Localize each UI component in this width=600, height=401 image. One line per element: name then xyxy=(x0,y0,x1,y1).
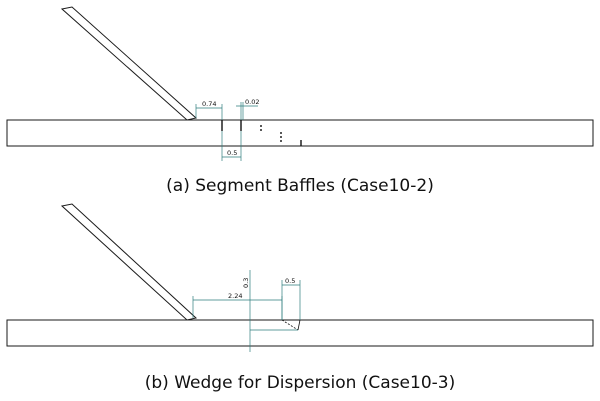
dimension-label-offset: 0.74 xyxy=(202,100,216,108)
dimension-label-spacing: 0.5 xyxy=(227,149,237,157)
panel-a: 0.74 0.02 0.5 (a) Segment Baffles (Case1… xyxy=(6,6,594,196)
dimension-offset-b: 2.24 xyxy=(192,292,283,320)
caption-a: (a) Segment Baffles (Case10-2) xyxy=(166,176,434,196)
dimension-spacing-a: 0.5 xyxy=(221,131,242,161)
dimension-label-length: 0.5 xyxy=(285,277,295,285)
inclined-chute-a xyxy=(60,6,198,121)
dimension-height-b: 0.3 xyxy=(242,270,298,352)
dimension-label-thickness: 0.02 xyxy=(245,98,259,106)
dimension-offset-a: 0.74 xyxy=(195,100,223,120)
inclined-chute-b xyxy=(60,203,198,321)
panel-b: 2.24 0.3 0.5 (b) Wedge for Dispersion (C… xyxy=(6,203,594,393)
dispersion-wedge xyxy=(281,319,301,331)
channel-b xyxy=(6,319,594,347)
dimension-label-height: 0.3 xyxy=(242,278,250,288)
dimension-thickness-a: 0.02 xyxy=(236,98,259,120)
caption-b: (b) Wedge for Dispersion (Case10-3) xyxy=(145,373,455,393)
channel-a xyxy=(6,119,594,147)
dimension-length-b: 0.5 xyxy=(281,277,301,320)
dimension-label-offset-b: 2.24 xyxy=(228,292,242,300)
